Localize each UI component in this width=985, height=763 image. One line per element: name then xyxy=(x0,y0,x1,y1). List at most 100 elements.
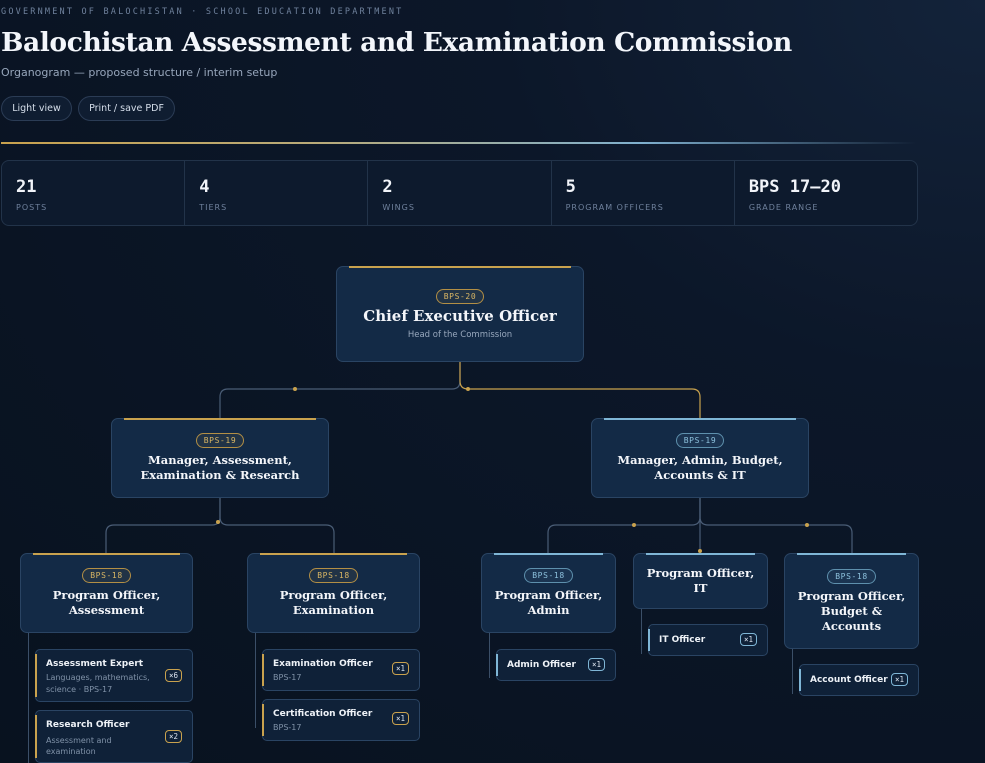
stat-value: BPS 17–20 xyxy=(748,177,841,197)
connector-dot xyxy=(698,549,702,553)
stat-value: 5 xyxy=(565,177,576,197)
leaf-admin-officer[interactable]: Admin Officer ×1 xyxy=(496,649,616,681)
leaf-stem xyxy=(489,633,490,678)
stat-wings: 2 WINGS xyxy=(368,161,552,225)
count-badge: ×2 xyxy=(164,730,182,743)
count-badge: ×1 xyxy=(739,633,757,646)
header-eyebrow: GOVERNMENT OF BALOCHISTAN · SCHOOL EDUCA… xyxy=(1,7,404,17)
node-po-budget[interactable]: BPS-18 Program Officer, Budget & Account… xyxy=(784,553,919,649)
node-title-line: Program Officer, xyxy=(797,588,906,603)
node-accent xyxy=(260,553,407,555)
node-accent xyxy=(797,553,906,555)
leaf-title: Assessment Expert xyxy=(46,659,144,669)
leaf-certification-officer[interactable]: Certification Officer BPS-17 ×1 xyxy=(262,699,420,741)
stat-value: 21 xyxy=(16,177,37,197)
node-title-line: Program Officer, xyxy=(494,588,603,602)
stat-grade-range: BPS 17–20 GRADE RANGE xyxy=(735,161,917,225)
node-title-line: Manager, Admin, Budget, xyxy=(617,453,783,467)
node-po-assessment[interactable]: BPS-18 Program Officer, Assessment xyxy=(20,553,193,633)
node-accent xyxy=(646,553,755,555)
leaf-research-officer[interactable]: Research Officer Assessment and examinat… xyxy=(35,710,193,763)
node-accent xyxy=(349,266,571,268)
connector-dot xyxy=(293,387,297,391)
count-badge: ×1 xyxy=(587,658,605,671)
page-title: Balochistan Assessment and Examination C… xyxy=(1,27,792,58)
node-accent xyxy=(33,553,180,555)
leaf-stem xyxy=(255,633,256,728)
stat-label: POSTS xyxy=(16,203,48,212)
grade-badge: BPS-19 xyxy=(675,433,725,448)
grade-badge: BPS-18 xyxy=(524,568,573,583)
leaf-accent xyxy=(496,654,498,676)
leaf-detail: science · BPS-17 xyxy=(46,685,113,694)
node-title-line: Manager, Assessment, xyxy=(148,453,292,467)
leaf-it-officer[interactable]: IT Officer ×1 xyxy=(648,624,768,656)
leaf-title: IT Officer xyxy=(659,635,706,645)
leaf-stem xyxy=(792,649,793,694)
connector-dot xyxy=(632,523,636,527)
node-accent xyxy=(604,418,796,420)
stat-value: 4 xyxy=(199,177,210,197)
leaf-title: Research Officer xyxy=(46,720,130,730)
node-manager-assessment[interactable]: BPS-19 Manager, Assessment, Examination … xyxy=(111,418,329,498)
header-divider xyxy=(1,142,916,144)
leaf-stem xyxy=(28,633,29,763)
node-title-line: Program Officer, xyxy=(52,588,161,602)
leaf-detail: BPS-17 xyxy=(273,673,302,682)
leaf-accent xyxy=(799,669,801,691)
node-title-line: Admin xyxy=(527,603,570,617)
node-po-it[interactable]: Program Officer, IT xyxy=(633,553,768,609)
stat-tiers: 4 TIERS xyxy=(185,161,369,225)
node-manager-admin[interactable]: BPS-19 Manager, Admin, Budget, Accounts … xyxy=(591,418,809,498)
node-title: Chief Executive Officer xyxy=(363,306,557,325)
node-title-line: Accounts & IT xyxy=(654,468,746,482)
node-po-examination[interactable]: BPS-18 Program Officer, Examination xyxy=(247,553,420,633)
connector-ceo-admin xyxy=(459,362,701,419)
node-title-line: Program Officer, xyxy=(279,588,388,602)
node-title-line: Examination xyxy=(292,603,375,617)
stat-label: WINGS xyxy=(382,203,415,212)
leaf-detail: Assessment and xyxy=(46,736,112,745)
stat-label: PROGRAM OFFICERS xyxy=(565,203,664,212)
node-subtitle: Head of the Commission xyxy=(407,329,513,340)
leaf-stem xyxy=(641,609,642,654)
stats-bar: 21 POSTS 4 TIERS 2 WINGS 5 PROGRAM OFFIC… xyxy=(1,160,918,226)
print-pdf-button[interactable]: Print / save PDF xyxy=(78,96,175,121)
count-badge: ×1 xyxy=(890,673,908,686)
leaf-title: Account Officer xyxy=(810,675,888,685)
stat-posts: 21 POSTS xyxy=(2,161,186,225)
node-title-line: Accounts xyxy=(821,618,882,633)
count-badge: ×1 xyxy=(391,712,409,725)
connector-assessment-po2 xyxy=(219,498,335,554)
grade-badge: BPS-19 xyxy=(195,433,245,448)
node-title-line: Examination & Research xyxy=(140,468,300,482)
count-badge: ×1 xyxy=(391,662,409,675)
node-title-line: IT xyxy=(693,581,708,595)
leaf-detail: BPS-17 xyxy=(273,723,302,732)
stat-value: 2 xyxy=(382,177,393,197)
connector-dot xyxy=(216,520,220,524)
leaf-examination-officer[interactable]: Examination Officer BPS-17 ×1 xyxy=(262,649,420,691)
node-accent xyxy=(494,553,603,555)
node-ceo[interactable]: BPS-20 Chief Executive Officer Head of t… xyxy=(336,266,584,362)
leaf-accent xyxy=(262,654,264,686)
leaf-assessment-expert[interactable]: Assessment Expert Languages, mathematics… xyxy=(35,649,193,702)
stat-label: TIERS xyxy=(199,203,228,212)
grade-badge: BPS-18 xyxy=(309,568,358,583)
connector-ceo-assessment xyxy=(219,362,461,419)
page-subtitle: Organogram — proposed structure / interi… xyxy=(1,66,278,79)
leaf-title: Examination Officer xyxy=(273,659,373,669)
node-po-admin[interactable]: BPS-18 Program Officer, Admin xyxy=(481,553,616,633)
node-accent xyxy=(124,418,316,420)
light-view-button[interactable]: Light view xyxy=(1,96,72,121)
grade-badge: BPS-18 xyxy=(82,568,131,583)
connector-dot xyxy=(805,523,809,527)
leaf-accent xyxy=(35,715,37,758)
connector-admin-po3 xyxy=(699,498,853,554)
leaf-detail: examination xyxy=(46,747,96,756)
connector-dot xyxy=(466,387,470,391)
leaf-accent xyxy=(262,704,264,736)
leaf-title: Admin Officer xyxy=(507,660,576,670)
leaf-account-officer[interactable]: Account Officer ×1 xyxy=(799,664,919,696)
